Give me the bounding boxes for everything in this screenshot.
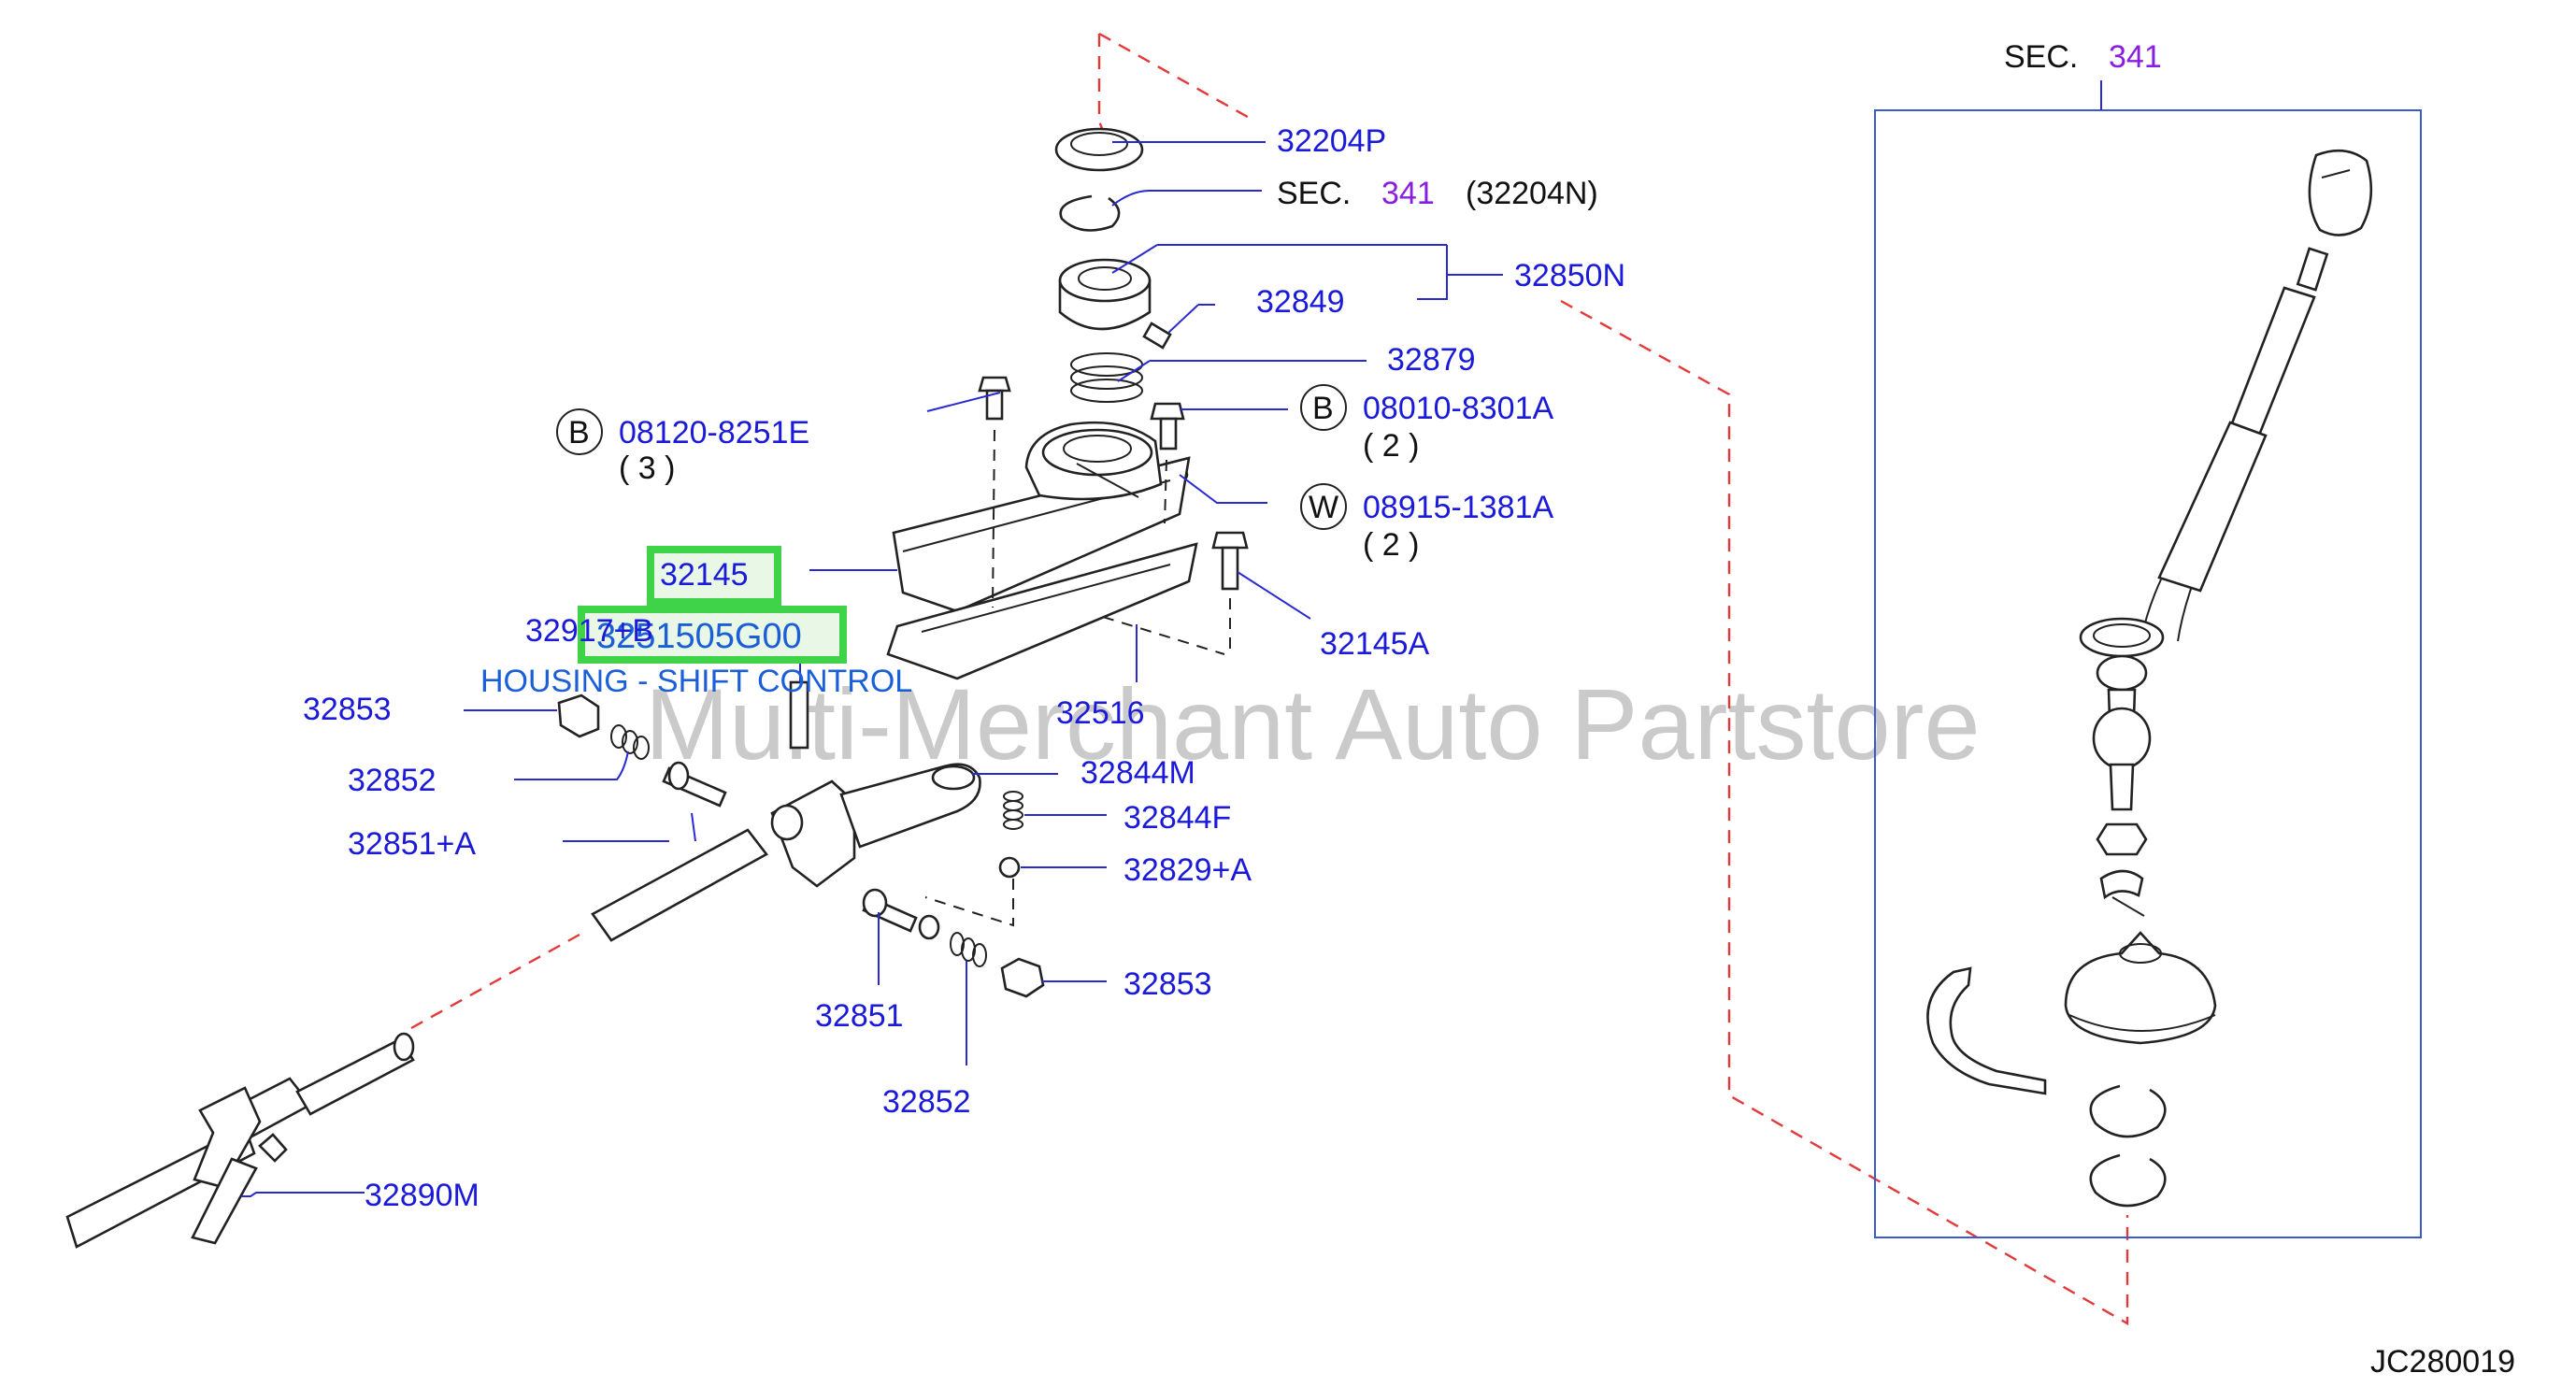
sec-ref-prefix: SEC.	[1277, 176, 1351, 211]
watermark: Multi-Merchant Auto Partstore	[645, 667, 1981, 780]
callout-b-left-letter: B	[568, 415, 590, 450]
label-32829A[interactable]: 32829+A	[1123, 852, 1252, 888]
sec-ref-part: (32204N)	[1466, 176, 1598, 211]
label-32844F[interactable]: 32844F	[1123, 800, 1231, 836]
label-32853-upper[interactable]: 32853	[303, 692, 392, 727]
label-32852-upper[interactable]: 32852	[348, 763, 436, 798]
leader-lines	[241, 141, 1503, 1197]
housing-shift-control	[886, 421, 1231, 680]
label-32879[interactable]: 32879	[1387, 342, 1476, 378]
label-08120-qty: ( 3 )	[619, 450, 675, 486]
inset-sec-prefix: SEC.	[2004, 39, 2078, 75]
inset-section: SEC. 341	[1874, 39, 2422, 1238]
spring-32844F	[1003, 791, 1023, 830]
label-32849[interactable]: 32849	[1256, 284, 1345, 320]
pin-32849	[1142, 322, 1172, 350]
shift-knob	[2308, 149, 2373, 236]
ball-32829A	[998, 856, 1021, 879]
label-32851A[interactable]: 32851+A	[348, 826, 476, 862]
snap-ring-32204N	[1059, 194, 1121, 232]
phantom-lines	[410, 32, 2129, 1326]
label-32204P[interactable]: 32204P	[1277, 123, 1386, 159]
inset-boot-seat	[2064, 931, 2217, 1045]
callout-b-left	[556, 408, 603, 455]
label-32917B[interactable]: 32917+B	[525, 613, 653, 649]
label-32850N[interactable]: 32850N	[1514, 258, 1625, 293]
inset-strap	[1926, 966, 2047, 1095]
highlight-overlay: 32145 3251505G00 HOUSING - SHIFT CONTROL	[480, 546, 912, 699]
top-part-stack	[978, 127, 1249, 591]
bolt-08120	[978, 376, 1011, 421]
highlight-oem-number[interactable]: 3251505G00	[596, 617, 802, 656]
label-32852-lower[interactable]: 32852	[882, 1084, 971, 1120]
callout-b-right-letter: B	[1312, 391, 1334, 426]
bush-32204P	[1054, 127, 1144, 172]
diagram-code: JC280019	[2370, 1344, 2515, 1380]
label-32890M[interactable]: 32890M	[365, 1178, 479, 1213]
label-08915-qty: ( 2 )	[1363, 527, 1419, 563]
label-32853-lower[interactable]: 32853	[1123, 966, 1212, 1002]
callout-w-letter: W	[1309, 490, 1338, 525]
callout-w	[1300, 483, 1347, 530]
label-08010-qty: ( 2 )	[1363, 428, 1419, 464]
label-08010-8301A[interactable]: 08010-8301A	[1363, 391, 1554, 426]
lever-grip	[2157, 421, 2268, 593]
spring-32879	[1070, 352, 1143, 403]
label-32844M[interactable]: 32844M	[1080, 755, 1195, 791]
spring-32852-lower	[950, 932, 987, 967]
label-32851[interactable]: 32851	[815, 998, 904, 1034]
inset-sec-number[interactable]: 341	[2109, 39, 2162, 75]
inset-snap-ring-2	[2089, 1153, 2167, 1208]
callout-b-right	[1300, 384, 1347, 431]
shift-rod	[591, 828, 768, 942]
inset-nut	[2096, 822, 2148, 856]
label-08120-8251E[interactable]: 08120-8251E	[619, 415, 809, 450]
bolt-08010	[1150, 402, 1185, 450]
lever-rod	[2228, 286, 2316, 439]
label-32145A[interactable]: 32145A	[1320, 626, 1430, 662]
inset-snap-ring-1	[2089, 1084, 2167, 1138]
lower-linkage	[65, 680, 1045, 1249]
plug-32853-lower	[1000, 957, 1045, 998]
label-08915-1381A[interactable]: 08915-1381A	[1363, 490, 1554, 525]
label-32516[interactable]: 32516	[1056, 695, 1145, 731]
bolt-32145A	[1211, 531, 1249, 591]
highlight-description: HOUSING - SHIFT CONTROL	[480, 664, 912, 699]
part-labels: 32204P SEC. 341 (32204N) 32850N 32849 32…	[303, 123, 2515, 1380]
sec-ref-number[interactable]: 341	[1381, 176, 1435, 211]
plug-32853-upper	[557, 694, 600, 738]
highlight-part-number[interactable]: 32145	[660, 557, 749, 593]
spring-32852-upper	[610, 724, 650, 760]
